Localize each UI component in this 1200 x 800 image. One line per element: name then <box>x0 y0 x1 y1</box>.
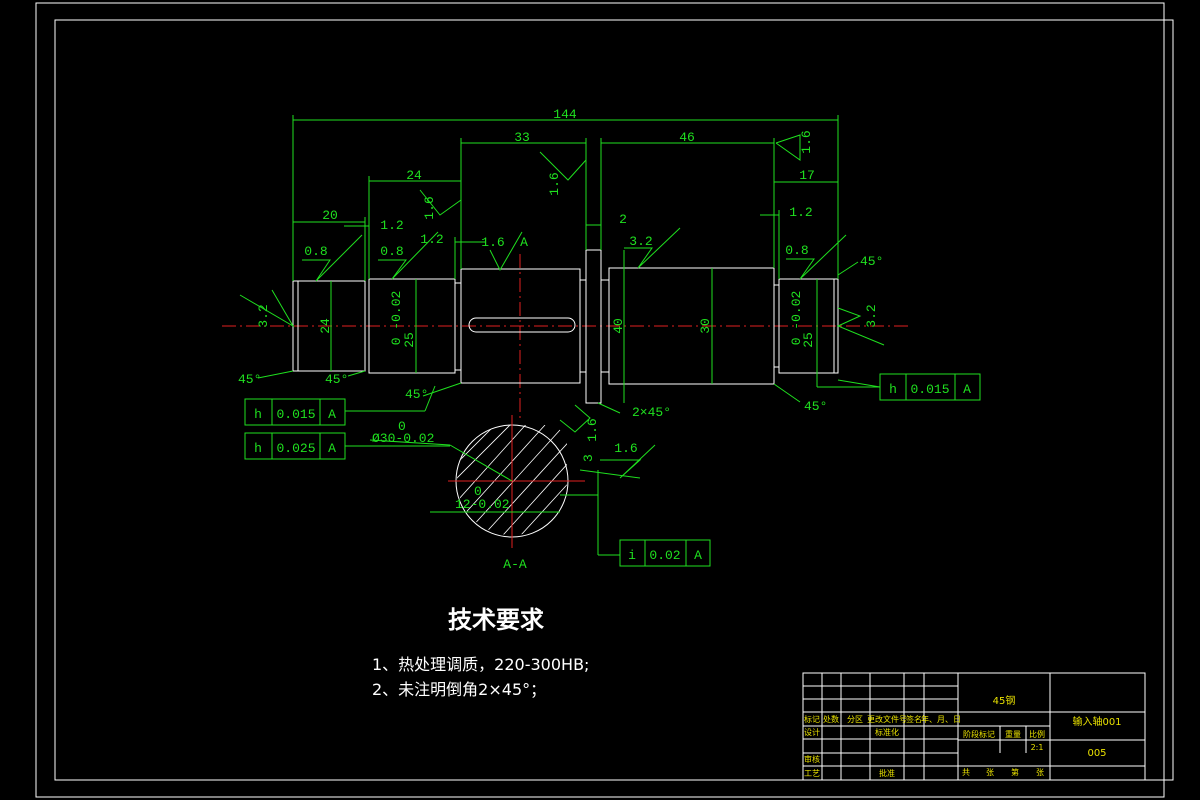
tb-header-count: 处数 <box>823 714 839 724</box>
notes-line-1: 1、热处理调质，220-300HB; <box>372 655 589 674</box>
section-label-top: A <box>520 235 528 250</box>
tb-scale-value: 2:1 <box>1031 743 1044 752</box>
tol3-value: 0.015 <box>910 382 949 397</box>
dimension-lines <box>257 115 881 556</box>
dim-dia-25-left: 25 <box>402 332 417 348</box>
dim-chamfer-2x45: 2×45° <box>632 405 671 420</box>
dim-dia-30: 30 <box>698 318 713 334</box>
tol3-symbol: h <box>889 382 897 397</box>
tb-role-standard: 标准化 <box>875 727 899 737</box>
dim-46: 46 <box>679 130 695 145</box>
tol4-datum: A <box>694 548 702 563</box>
section-view <box>448 415 585 548</box>
dim-section-dia: Ø30-0.02 <box>372 431 434 446</box>
notes-title: 技术要求 <box>448 606 544 634</box>
inner-border <box>54 19 1174 781</box>
dim-144: 144 <box>553 107 577 122</box>
tb-role-process: 工艺 <box>804 769 820 778</box>
tol2-symbol: h <box>254 441 262 456</box>
roughness-3-2-a: 3.2 <box>629 234 652 249</box>
tol2-datum: A <box>328 441 336 456</box>
dim-dia-25-right-tol: 0 -0.02 <box>789 291 804 346</box>
roughness-3-2-b: 3.2 <box>256 304 271 327</box>
dim-1-2-mid: 1.2 <box>420 232 443 247</box>
dim-dia-24: 24 <box>318 318 333 334</box>
tolerance-frames <box>244 373 981 567</box>
roughness-3-2-c: 3.2 <box>864 304 879 327</box>
roughness-1-6-e: 1.6 <box>799 130 814 153</box>
dim-1-2-right: 1.2 <box>789 205 812 220</box>
roughness-1-6-a: 1.6 <box>481 235 504 250</box>
tb-header-mark: 标记 <box>804 714 820 724</box>
tol1-value: 0.015 <box>276 407 315 422</box>
angle-45-e: 45° <box>860 254 883 269</box>
tol1-datum: A <box>328 407 336 422</box>
dim-1-2-left: 1.2 <box>380 218 403 233</box>
tb-header-date: 年、月、日 <box>921 714 961 724</box>
dim-key-depth-upper: 0 <box>474 484 482 499</box>
roughness-0-8-c: 0.8 <box>785 243 808 258</box>
tol3-datum: A <box>963 382 971 397</box>
tb-role-review: 审核 <box>804 754 820 764</box>
roughness-1-6-f: 1.6 <box>585 418 600 441</box>
roughness-0-8-a: 0.8 <box>304 244 327 259</box>
shaft-outline <box>292 249 839 404</box>
keyway-slot <box>468 317 576 333</box>
angle-45-b: 45° <box>325 372 348 387</box>
dim-dia-25-left-tol: 0 -0.02 <box>389 291 404 346</box>
tb-drawing-no: 005 <box>1087 748 1106 759</box>
dim-section-dia-upper: 0 <box>398 419 406 434</box>
tb-part-name: 输入轴001 <box>1072 715 1121 728</box>
dim-33: 33 <box>514 130 530 145</box>
tol2-value: 0.025 <box>276 441 315 456</box>
tb-role-design: 设计 <box>804 727 820 737</box>
dim-dia-40: 40 <box>611 318 626 334</box>
tol1-symbol: h <box>254 407 262 422</box>
tol4-value: 0.02 <box>649 548 680 563</box>
angle-45-c: 45° <box>405 387 428 402</box>
roughness-0-8-b: 0.8 <box>380 244 403 259</box>
dim-key-width: 3 <box>581 454 596 462</box>
roughness-1-6-c: 1.6 <box>547 172 562 195</box>
tb-header-zone: 分区 <box>847 715 863 724</box>
dim-dia-25-right: 25 <box>801 332 816 348</box>
tol4-symbol: i <box>628 548 636 563</box>
angle-45-d: 45° <box>804 399 827 414</box>
tb-weight-label: 重量 <box>1005 729 1021 739</box>
roughness-symbols <box>239 134 885 479</box>
dim-24: 24 <box>406 168 422 183</box>
tb-sheet-total: 共 <box>962 768 970 777</box>
roughness-1-6-b: 1.6 <box>614 441 637 456</box>
notes-line-2: 2、未注明倒角2×45°； <box>372 680 546 699</box>
tb-sheet-label-2: 张 <box>1036 768 1044 777</box>
dim-17: 17 <box>799 168 815 183</box>
roughness-1-6-d: 1.6 <box>422 196 437 219</box>
tb-sheet-label: 张 <box>986 768 994 777</box>
section-label-bottom: A-A <box>503 557 527 572</box>
tb-header-change-doc: 更改文件号 <box>867 714 907 724</box>
tb-material: 45钢 <box>993 694 1016 707</box>
tb-stage-label: 阶段标记 <box>963 729 995 739</box>
dim-20: 20 <box>322 208 338 223</box>
outer-border <box>35 2 1165 798</box>
tb-role-approve: 批准 <box>879 768 895 778</box>
dim-key-depth: 12-0.02 <box>455 497 510 512</box>
tb-scale-label: 比例 <box>1029 729 1045 739</box>
dim-2: 2 <box>619 212 627 227</box>
title-block <box>802 672 1146 781</box>
angle-45-a: 45° <box>238 372 261 387</box>
tb-sheet-no: 第 <box>1011 767 1019 777</box>
tb-header-sign: 签名 <box>906 714 922 724</box>
